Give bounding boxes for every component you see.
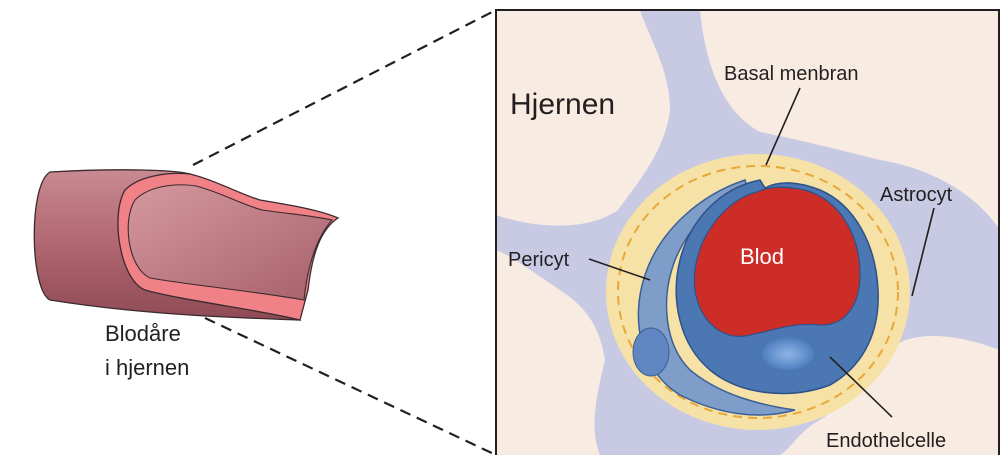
panel-title: Hjernen: [510, 88, 615, 121]
pericyte-label: Pericyt: [508, 249, 570, 271]
vessel-caption-line2: i hjernen: [105, 355, 189, 380]
endothelial-nucleus: [762, 338, 814, 370]
blood-vessel-illustration: [34, 170, 338, 320]
vessel-caption-line1: Blodåre: [105, 321, 181, 346]
basal-membrane-label: Basal menbran: [724, 63, 859, 85]
endothelial-cell-label: Endothelcelle: [826, 430, 946, 452]
pericyte-nucleus: [633, 328, 669, 376]
astrocyte-label: Astrocyt: [880, 184, 953, 206]
vessel-caption: Blodåre i hjernen: [105, 321, 189, 380]
brain-panel: Hjernen Basal menbran Astrocyt Pericyt B…: [496, 10, 1000, 455]
blood-label: Blod: [740, 244, 784, 269]
